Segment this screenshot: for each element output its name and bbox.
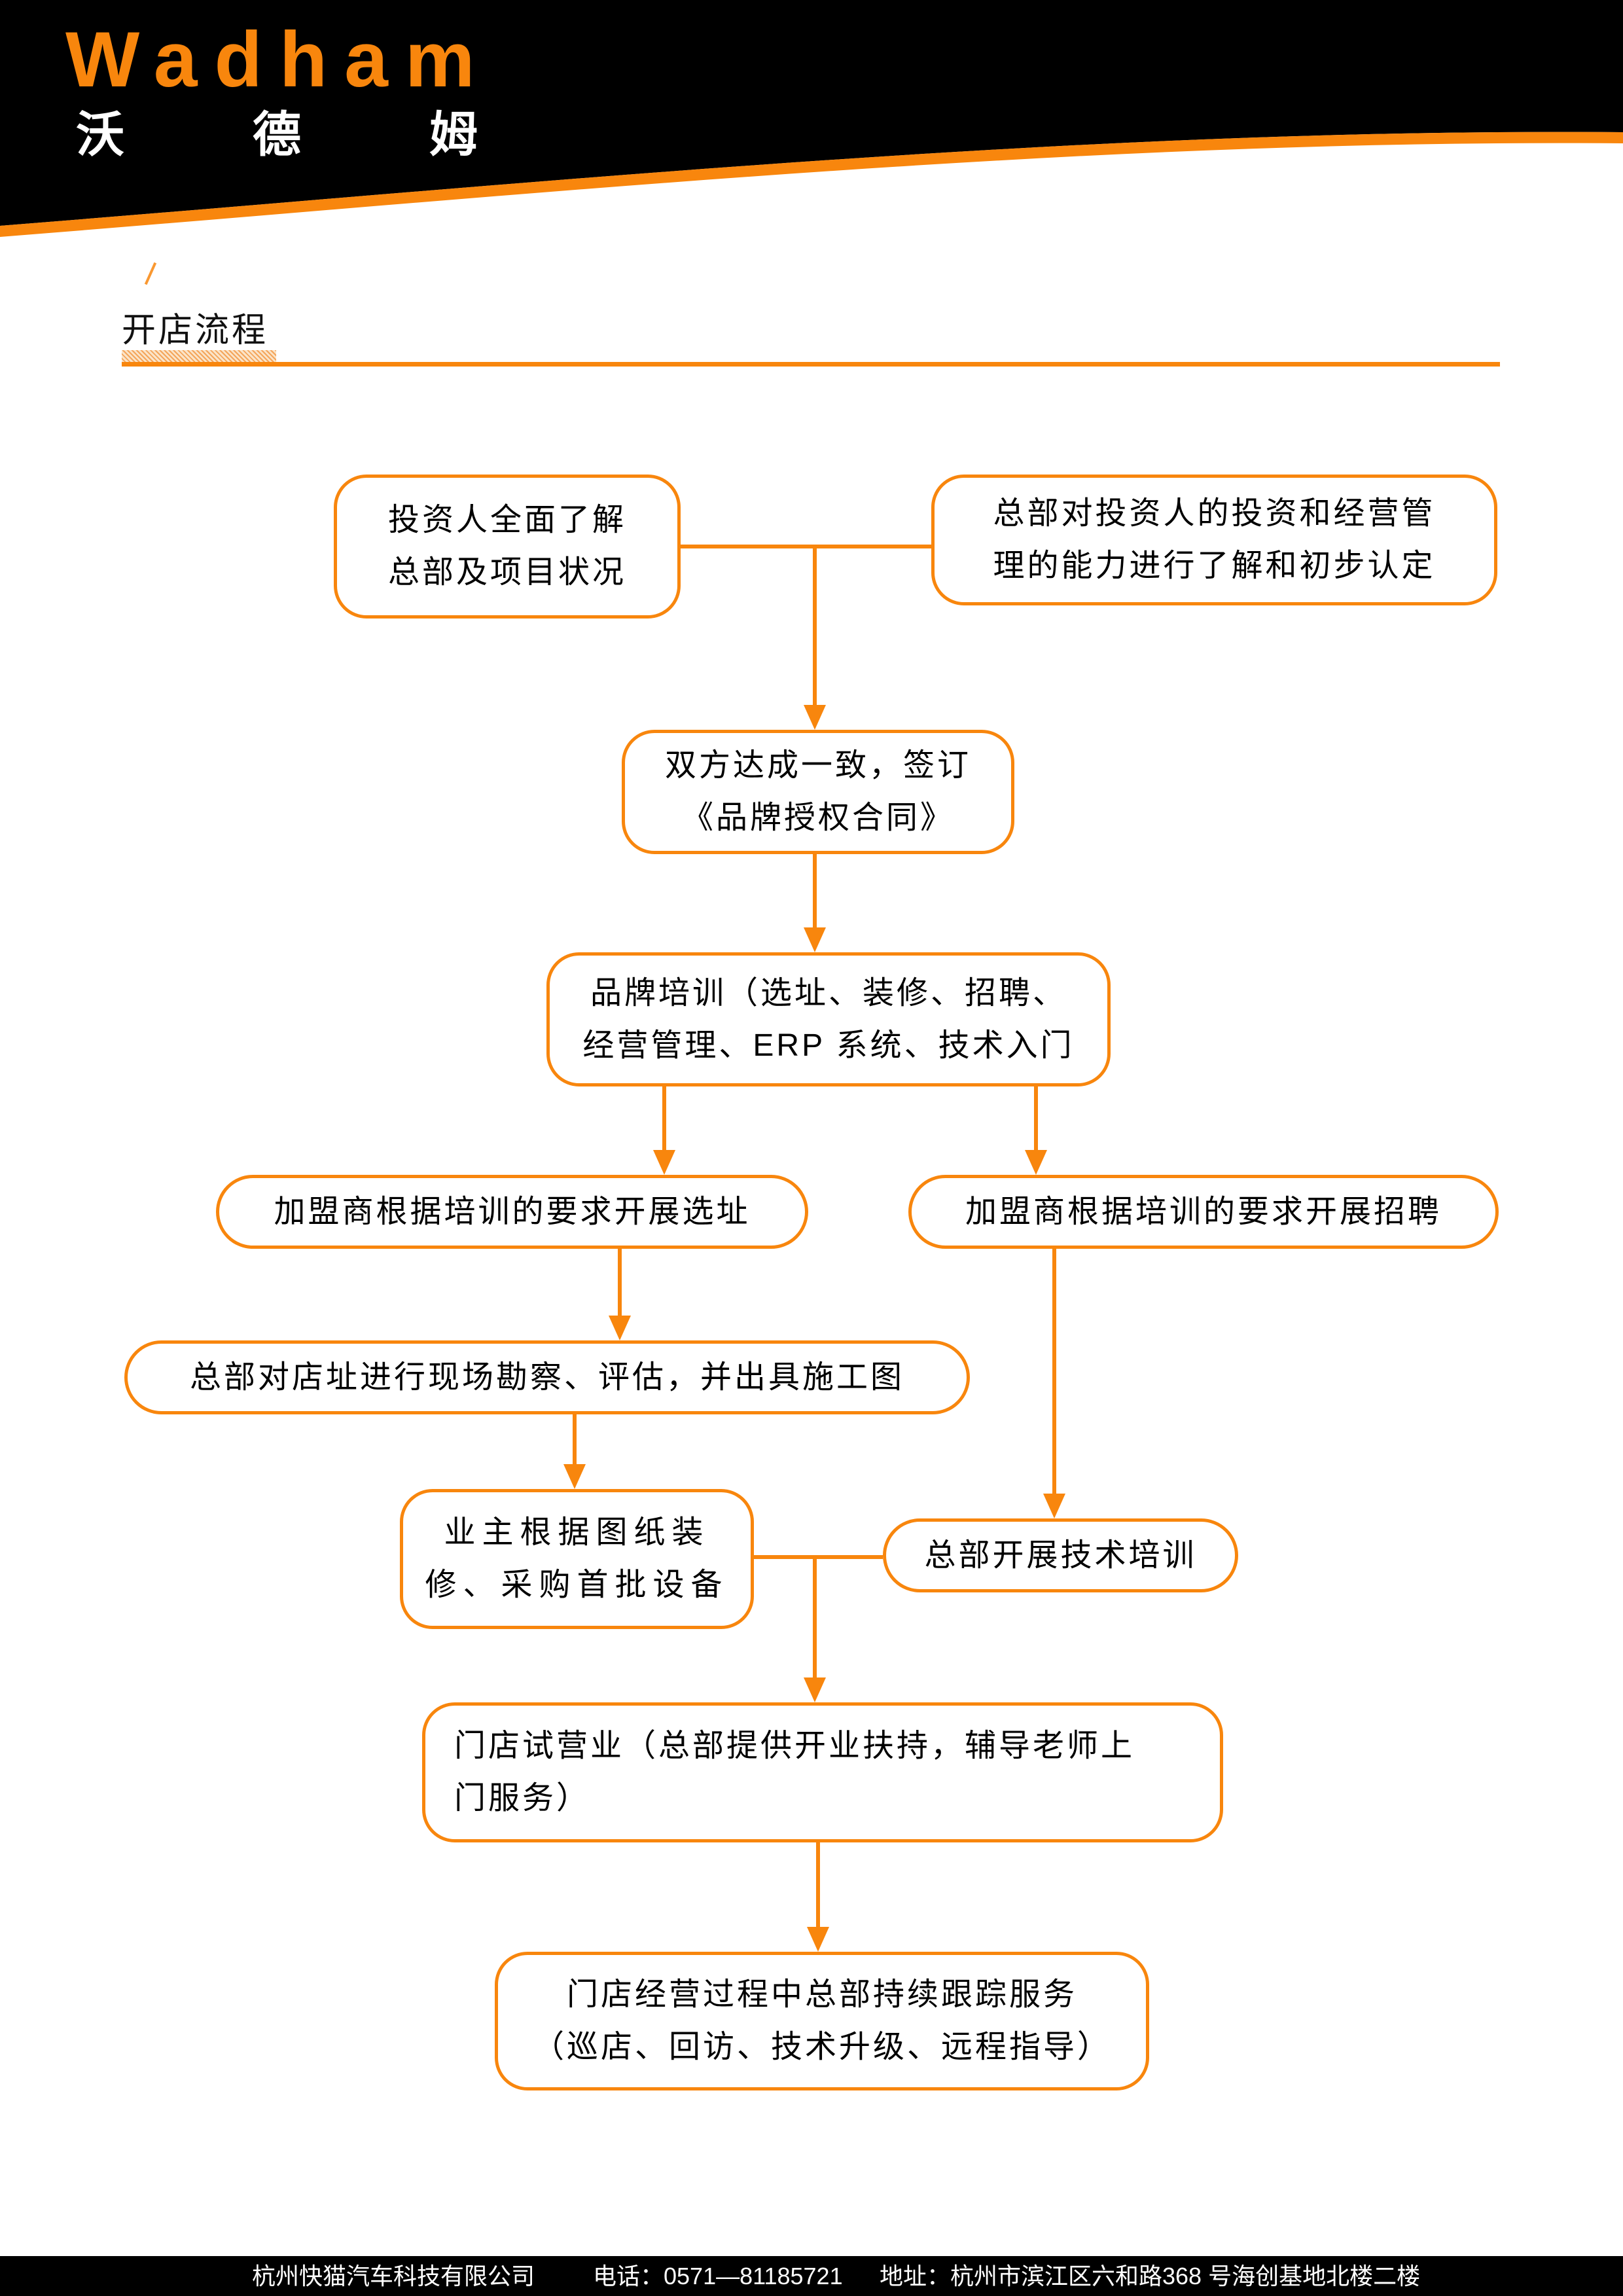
flow-box-tech-training: 总部开展技术培训 (883, 1518, 1238, 1592)
flow-box-line: 总部开展技术培训 (924, 1537, 1197, 1573)
flow-box-line: 投资人全面了解 (387, 503, 626, 537)
title-underline-hatch (122, 350, 276, 364)
brand-logo-latin: Wadham (65, 16, 492, 103)
flow-box-line: 双方达成一致，签订 (664, 748, 971, 783)
flow-box-trial-operation: 门店试营业（总部提供开业扶持，辅导老师上 门服务） (422, 1702, 1223, 1842)
footer-phone: 电话：0571—81185721 (593, 2263, 843, 2289)
header-black-shape (0, 0, 1623, 226)
flow-box-decorate-purchase: 业主根据图纸装 修、采购首批设备 (400, 1489, 754, 1629)
page-title: 开店流程 (122, 312, 269, 350)
brand-logo-chinese: 沃德姆 (76, 107, 606, 162)
flow-box-line: 门店经营过程中总部持续跟踪服务 (566, 1977, 1077, 2012)
flow-box-line: 总部对投资人的投资和经营管 (993, 496, 1436, 531)
flow-box-line: （巡店、回访、技术升级、远程指导） (532, 2030, 1111, 2064)
flow-box-line: 业主根据图纸装 (444, 1515, 710, 1550)
footer-company-name: 杭州快猫汽车科技有限公司 (252, 2263, 535, 2289)
flow-box-recruiting: 加盟商根据培训的要求开展招聘 (908, 1175, 1499, 1249)
flow-box-line: 加盟商根据培训的要求开展选址 (274, 1194, 751, 1229)
header-curve-graphic (0, 0, 1623, 237)
flow-box-line: 品牌培训（选址、装修、招聘、 (590, 975, 1067, 1011)
flow-box-line: 理的能力进行了解和初步认定 (993, 548, 1436, 583)
header-orange-stripe (0, 132, 1623, 237)
flow-box-line: 总部对店址进行现场勘察、评估，并出具施工图 (189, 1359, 904, 1395)
flow-box-investor-understand: 投资人全面了解 总部及项目状况 (334, 475, 681, 619)
flow-box-line: 《品牌授权合同》 (681, 800, 954, 835)
flow-box-continuous-service: 门店经营过程中总部持续跟踪服务 （巡店、回访、技术升级、远程指导） (495, 1952, 1149, 2090)
flow-box-line: 修、采购首批设备 (425, 1568, 729, 1602)
flow-box-line: 门服务） (454, 1781, 591, 1816)
flow-box-site-selection: 加盟商根据培训的要求开展选址 (216, 1175, 808, 1249)
flow-box-sign-contract: 双方达成一致，签订 《品牌授权合同》 (622, 730, 1014, 854)
flow-box-site-survey: 总部对店址进行现场勘察、评估，并出具施工图 (124, 1340, 970, 1414)
footer-bar: 杭州快猫汽车科技有限公司 电话：0571—81185721 地址：杭州市滨江区六… (0, 2256, 1623, 2296)
title-underline-rule (122, 362, 1500, 367)
flow-box-line: 总部及项目状况 (387, 555, 626, 590)
footer-address: 地址：杭州市滨江区六和路368 号海创基地北楼二楼 (880, 2263, 1421, 2289)
flow-box-line: 经营管理、ERP 系统、技术入门 (582, 1028, 1075, 1063)
flow-box-line: 门店试营业（总部提供开业扶持，辅导老师上 (454, 1729, 1135, 1763)
flow-box-line: 加盟商根据培训的要求开展招聘 (965, 1194, 1442, 1229)
flow-box-brand-training: 品牌培训（选址、装修、招聘、 经营管理、ERP 系统、技术入门 (546, 952, 1111, 1086)
flow-box-hq-assess: 总部对投资人的投资和经营管 理的能力进行了解和初步认定 (931, 475, 1497, 605)
